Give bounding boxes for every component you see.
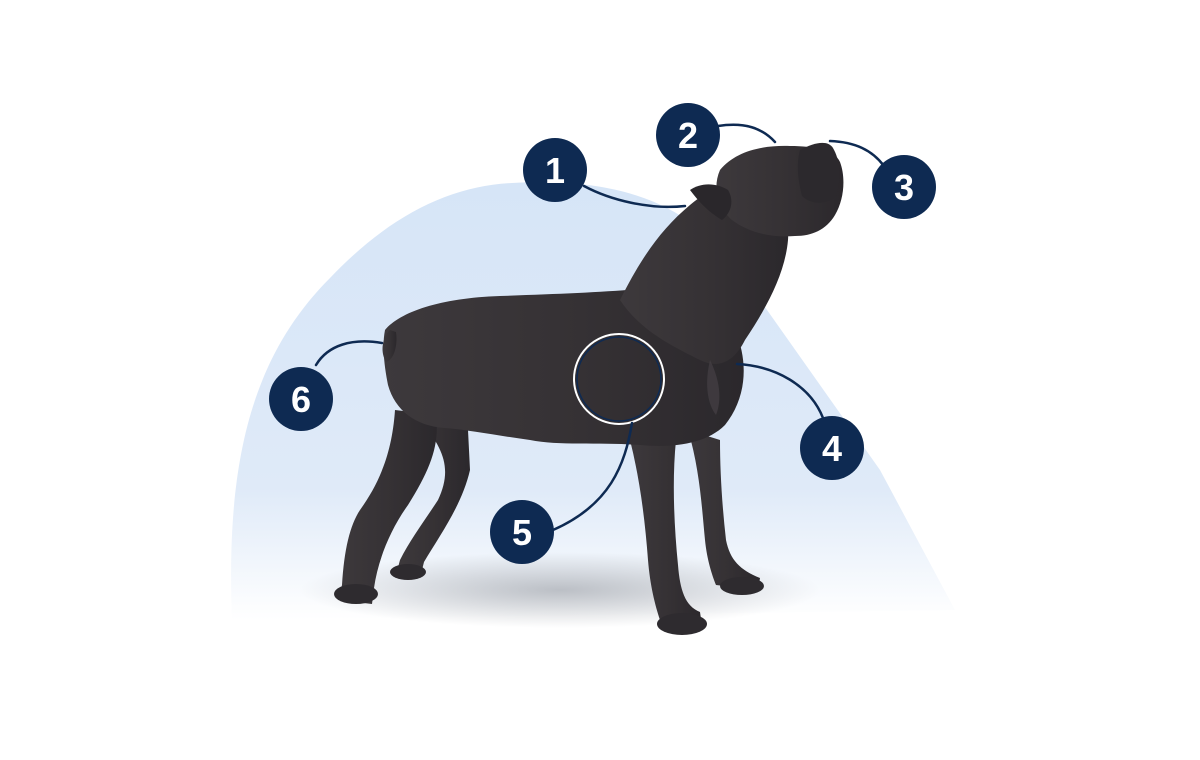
callout-number: 3 xyxy=(894,167,914,208)
callout-badge-5[interactable]: 5 xyxy=(490,500,554,564)
dog-tail xyxy=(382,330,397,362)
leader-line-2 xyxy=(716,123,777,144)
focus-ring-inner xyxy=(576,336,662,422)
leader-line-6 xyxy=(314,340,384,367)
callout-number: 4 xyxy=(822,428,842,469)
focus-ring xyxy=(573,333,665,425)
callout-number: 2 xyxy=(678,115,698,156)
dog-chest-highlight xyxy=(707,360,720,415)
callout-number: 1 xyxy=(545,150,565,191)
callout-badge-3[interactable]: 3 xyxy=(872,155,936,219)
dog-paw-front-far xyxy=(720,577,764,595)
callout-badge-1[interactable]: 1 xyxy=(523,138,587,202)
dog-ear xyxy=(690,184,732,220)
callout-number: 5 xyxy=(512,512,532,553)
callout-number: 6 xyxy=(291,379,311,420)
dog-paw-rear-near xyxy=(334,584,378,604)
callout-badge-6[interactable]: 6 xyxy=(269,367,333,431)
callout-badge-4[interactable]: 4 xyxy=(800,416,864,480)
dog-front-leg-far xyxy=(688,430,760,590)
leader-line-1 xyxy=(582,184,687,209)
dog-rear-leg-far xyxy=(396,420,470,578)
dog-front-leg-near xyxy=(630,440,702,626)
dog-muzzle xyxy=(797,142,840,203)
dog-paw-rear-far xyxy=(390,564,426,580)
dog-illustration xyxy=(334,142,844,635)
leader-line-4 xyxy=(735,362,825,420)
callout-badge-2[interactable]: 2 xyxy=(656,103,720,167)
dog-rear-leg-near xyxy=(338,410,437,604)
leader-line-5 xyxy=(551,421,634,532)
dog-paw-front-near xyxy=(657,613,707,635)
leader-line-3 xyxy=(828,139,886,168)
